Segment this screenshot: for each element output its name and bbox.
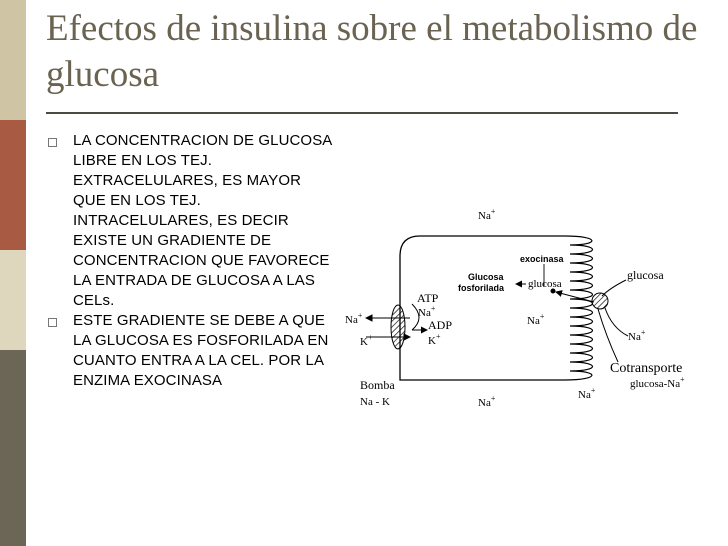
na-label-pump-out: Na+ [345, 311, 363, 326]
cotransporter-icon [591, 292, 609, 310]
adp-label: ADP [428, 318, 452, 332]
k-label-pump-in: K+ [428, 332, 441, 347]
bomba-sub-label: Na - K [360, 396, 390, 408]
bullet-square-icon [48, 318, 57, 327]
cell-transport-diagram: Na+ exocinasa Glucosa fosforilada glucos… [345, 207, 685, 409]
na-label-right: Na+ [628, 328, 646, 343]
bullet-item: LA CONCENTRACION DE GLUCOSA LIBRE EN LOS… [46, 131, 336, 311]
bullet-item: ESTE GRADIENTE SE DEBE A QUE LA GLUCOSA … [46, 311, 336, 391]
glucosa-fosforilada-label-2: fosforilada [458, 283, 505, 293]
na-label-bottom-center: Na+ [478, 394, 496, 409]
slide-title: Efectos de insulina sobre el metabolismo… [46, 8, 698, 95]
na-label-cell: Na+ [527, 312, 545, 327]
glucosa-inside-label: glucosa [528, 278, 562, 290]
glucosa-fosforilada-label-1: Glucosa [468, 272, 505, 282]
bomba-label: Bomba [360, 378, 395, 392]
cotransporte-sub-label: glucosa-Na+ [630, 375, 685, 390]
na-label-top: Na+ [478, 207, 496, 222]
bullet-square-icon [48, 138, 57, 147]
na-k-pump-icon [390, 304, 406, 350]
sidebar-block-2 [0, 120, 26, 250]
bullet-text: ESTE GRADIENTE SE DEBE A QUE LA GLUCOSA … [73, 312, 329, 389]
na-label-bottom-right: Na+ [578, 386, 596, 401]
bullet-list: LA CONCENTRACION DE GLUCOSA LIBRE EN LOS… [46, 131, 336, 391]
atp-label: ATP [417, 291, 439, 305]
microvilli-border [564, 235, 593, 381]
bullet-text: LA CONCENTRACION DE GLUCOSA LIBRE EN LOS… [73, 132, 332, 309]
sidebar-block-4 [0, 350, 26, 546]
sidebar-block-3 [0, 250, 26, 350]
sidebar-block-1 [0, 0, 26, 120]
cotransporte-label: Cotransporte [610, 361, 682, 376]
na-label-pump-in: Na+ [418, 304, 436, 319]
title-underline [46, 112, 678, 114]
glucosa-outside-label: glucosa [627, 268, 664, 282]
cell-membrane [399, 235, 565, 381]
k-label-pump-out: K+ [360, 333, 373, 348]
exocinasa-label: exocinasa [520, 254, 565, 264]
